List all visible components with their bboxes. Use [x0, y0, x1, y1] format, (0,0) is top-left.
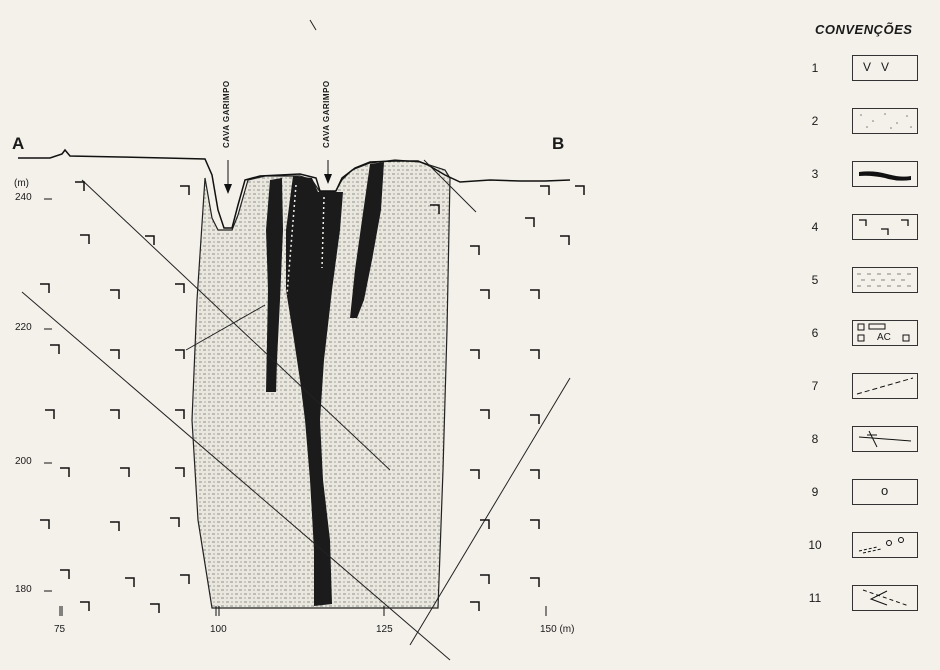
legend-number: 1 [800, 61, 830, 75]
elevation-label: 180 [15, 584, 32, 595]
legend-item: 10 [800, 532, 930, 558]
host-rock-hook-icon [180, 575, 189, 584]
sample-symbols-icon: AC [852, 320, 918, 346]
cava-garimpo-label: CAVA GARIMPO [222, 80, 231, 148]
distance-label: 150 (m) [540, 624, 574, 635]
host-rock-hook-icon [560, 236, 569, 245]
host-rock-hook-icon [170, 518, 179, 527]
section-end-b: B [552, 134, 564, 154]
distance-label: 100 [210, 624, 227, 635]
legend-symbol-text: V V [863, 60, 889, 74]
host-rock-hook-icon [470, 602, 479, 611]
elevation-label: 240 [15, 192, 32, 203]
legend-symbol-text: AC [877, 332, 891, 343]
host-rock-hook-icon [110, 410, 119, 419]
host-rock-hook-icon [530, 520, 539, 529]
legend-number: 3 [800, 167, 830, 181]
legend-item: 6 AC [800, 320, 930, 346]
host-rock-hook-icon [60, 570, 69, 579]
host-rock-hook-icon [540, 186, 549, 195]
host-rock-hook-icon [175, 350, 184, 359]
elevation-unit-label: (m) [14, 178, 29, 189]
host-rock-hook-icon [60, 468, 69, 477]
dashed-circles-icon [852, 532, 918, 558]
legend-item: 1 V V [800, 55, 930, 81]
host-rock-hook-icon [50, 345, 59, 354]
host-rock-hook-icon [175, 410, 184, 419]
angle-symbol-icon [852, 585, 918, 611]
host-rock-hook-icon [40, 520, 49, 529]
legend-title: CONVENÇÕES [815, 22, 912, 37]
host-rock-hook-icon [125, 578, 134, 587]
black-vein-icon [852, 161, 918, 187]
host-rock-hook-icon [470, 470, 479, 479]
cross-section-diagram [0, 0, 790, 670]
circle-symbol-icon: o [852, 479, 918, 505]
host-rock-hook-icon [470, 350, 479, 359]
legend-item: 2 [800, 108, 930, 134]
host-rock-hook-icon [530, 578, 539, 587]
legend-number: 8 [800, 432, 830, 446]
host-rock-hook-icon [175, 468, 184, 477]
host-rock-hook-icon [852, 214, 918, 240]
host-rock-hook-icon [110, 290, 119, 299]
legend-item: 9 o [800, 479, 930, 505]
arrow-down-icon [324, 174, 332, 184]
legend-number: 11 [800, 591, 830, 605]
host-rock-hook-icon [470, 246, 479, 255]
elevation-label: 220 [15, 322, 32, 333]
host-rock-hook-icon [530, 415, 539, 424]
host-rock-hook-icon [530, 350, 539, 359]
host-rock-hook-icon [175, 284, 184, 293]
host-rock-hook-icon [530, 470, 539, 479]
contact-line-icon [852, 373, 918, 399]
host-rock-hook-icon [480, 575, 489, 584]
legend-item: 11 [800, 585, 930, 611]
elevation-ticks [44, 199, 52, 591]
host-rock-hook-icon [120, 468, 129, 477]
host-rock-hook-icon [530, 290, 539, 299]
legend-item: 3 [800, 161, 930, 187]
cava-garimpo-label: CAVA GARIMPO [322, 80, 331, 148]
legend-number: 6 [800, 326, 830, 340]
legend-item: 7 [800, 373, 930, 399]
host-rock-hook-icon [110, 350, 119, 359]
host-rock-hook-icon [525, 218, 534, 227]
section-end-a: A [12, 134, 24, 154]
legend-number: 10 [800, 538, 830, 552]
elevation-label: 200 [15, 456, 32, 467]
legend-item: 8 [800, 426, 930, 452]
host-rock-hook-icon [180, 186, 189, 195]
host-rock-hook-icon [40, 284, 49, 293]
host-rock-hook-icon [45, 410, 54, 419]
legend-number: 4 [800, 220, 830, 234]
host-rock-hook-icon [150, 604, 159, 613]
stippled-fill-icon [852, 108, 918, 134]
legend-number: 2 [800, 114, 830, 128]
arrow-down-icon [224, 184, 232, 194]
legend-number: 9 [800, 485, 830, 499]
host-rock-hook-icon [575, 186, 584, 195]
distance-label: 125 [376, 624, 393, 635]
host-rock-hook-icon [480, 290, 489, 299]
host-rock-hook-icon [80, 602, 89, 611]
dashed-dotted-fill-icon [852, 267, 918, 293]
host-rock-hook-icon [480, 410, 489, 419]
drillhole-line-icon [852, 426, 918, 452]
legend-number: 5 [800, 273, 830, 287]
legend-number: 7 [800, 379, 830, 393]
host-rock-hook-icon [110, 522, 119, 531]
drillhole-line [310, 20, 316, 30]
host-rock-hook-icon [75, 182, 84, 191]
distance-label: 75 [54, 624, 65, 635]
host-rock-hook-icon [80, 235, 89, 244]
legend-symbol-text: o [881, 483, 888, 498]
legend-item: 5 [800, 267, 930, 293]
legend-item: 4 [800, 214, 930, 240]
v-pattern-icon: V V [852, 55, 918, 81]
